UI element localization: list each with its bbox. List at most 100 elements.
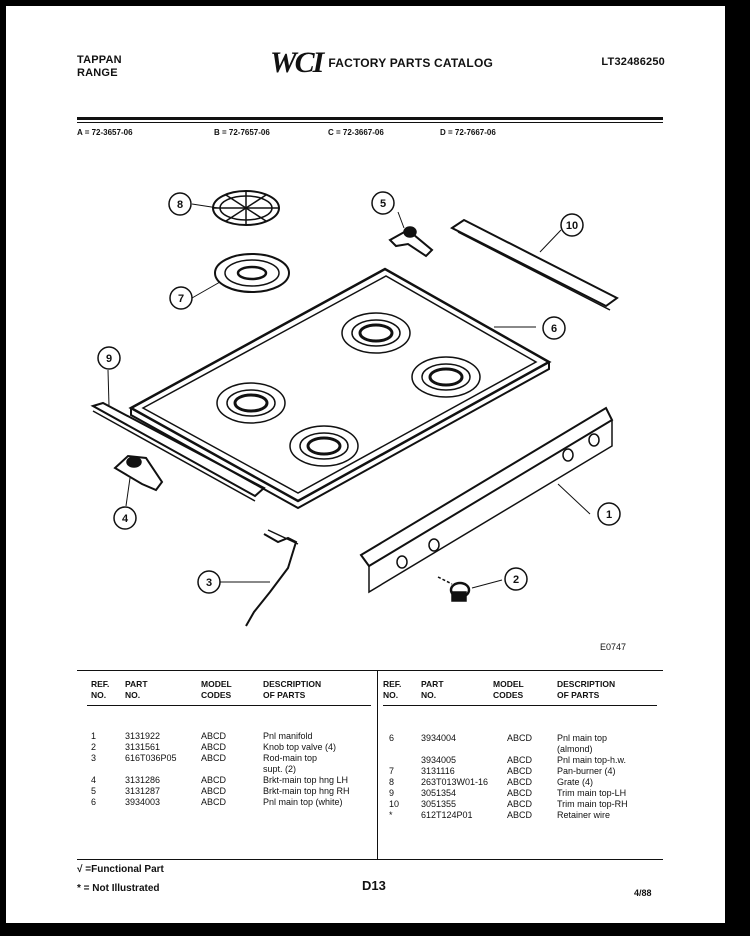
model-code-d: D = 72-7667-06: [440, 128, 496, 137]
cell-description: Knob top valve (4): [263, 742, 337, 752]
page-number: D13: [362, 878, 386, 893]
cell-part: 616T036P05: [125, 753, 177, 763]
header-description: DESCRIPTION OF PARTS: [263, 679, 322, 700]
header-underline-right: [383, 705, 657, 706]
callout-10: 10: [566, 220, 578, 232]
cell-codes: ABCD: [507, 810, 533, 820]
callout-7: 7: [178, 293, 184, 305]
callout-3: 3: [206, 577, 212, 589]
header-ref-no-right: REF. NO.: [383, 679, 402, 700]
cell-description: Pan-burner (4): [557, 766, 616, 776]
cell-ref: 4: [91, 775, 97, 785]
cell-part: 3131287: [125, 786, 161, 796]
cell-codes: ABCD: [507, 777, 533, 787]
callout-leaders: [107, 203, 591, 589]
model-code-a: A = 72-3657-06: [77, 128, 133, 137]
cell-description: Brkt-main top hng LH: [263, 775, 349, 785]
print-date: 4/88: [634, 888, 652, 898]
support-rod: [245, 529, 299, 627]
cell-description: Pnl main top (white): [263, 797, 343, 807]
brand-name: TAPPAN: [77, 54, 122, 66]
header-part-no: PART NO.: [125, 679, 148, 700]
cell-description: Trim main top-RH: [557, 799, 628, 809]
cell-ref: 1: [91, 731, 97, 741]
cell-ref: 10: [389, 799, 400, 809]
catalog-page: TAPPAN RANGE WCI FACTORY PARTS CATALOG L…: [6, 6, 725, 923]
header-rule: [77, 117, 663, 120]
trim-strip-lh: [90, 401, 266, 502]
product-type: RANGE: [77, 67, 118, 79]
burner-grate: [212, 190, 280, 226]
header-ref-no: REF. NO.: [91, 679, 110, 700]
cell-description: Brkt-main top hng RH: [263, 786, 350, 796]
cell-description: supt. (2): [263, 764, 297, 774]
header-model-codes-right: MODEL CODES: [493, 679, 524, 700]
cell-codes: ABCD: [507, 788, 533, 798]
callout-8: 8: [177, 199, 183, 211]
cell-part: 263T013W01-16: [421, 777, 489, 787]
model-code-b: B = 72-7657-06: [214, 128, 270, 137]
cell-description: Pnl main top: [557, 733, 608, 743]
cell-codes: ABCD: [201, 775, 227, 785]
main-top-panel: [128, 267, 552, 510]
cell-description: (almond): [557, 744, 593, 754]
cell-description: Trim main top-LH: [557, 788, 627, 798]
cell-ref: 9: [389, 788, 395, 798]
header-description-right: DESCRIPTION OF PARTS: [557, 679, 616, 700]
cell-description: Retainer wire: [557, 810, 611, 820]
hinge-bracket-lh: [113, 454, 164, 492]
callout-circle-2: [504, 567, 528, 591]
callout-2: 2: [513, 574, 519, 586]
cell-codes: ABCD: [507, 799, 533, 809]
cell-codes: ABCD: [201, 753, 227, 763]
model-number: LT32486250: [601, 56, 665, 68]
cell-ref: 6: [91, 797, 97, 807]
model-code-c: C = 72-3667-06: [328, 128, 384, 137]
cell-description: Grate (4): [557, 777, 594, 787]
cell-description: Pnl manifold: [263, 731, 313, 741]
callout-circle-3: [197, 570, 221, 594]
callout-5: 5: [380, 198, 386, 210]
cell-part: 3131561: [125, 742, 161, 752]
cell-part: 3051354: [421, 788, 457, 798]
cell-ref: 5: [91, 786, 97, 796]
cell-codes: ABCD: [507, 733, 533, 743]
cell-codes: ABCD: [201, 786, 227, 796]
callout-circle-9: [97, 346, 121, 370]
cell-codes: ABCD: [201, 731, 227, 741]
cell-codes: ABCD: [507, 755, 533, 765]
hinge-bracket-rh: [388, 226, 434, 258]
cell-codes: ABCD: [507, 766, 533, 776]
cell-part: 3934003: [125, 797, 161, 807]
brand-block: TAPPAN RANGE: [77, 54, 122, 80]
cell-description: Rod-main top: [263, 753, 318, 763]
cell-codes: ABCD: [201, 797, 227, 807]
callout-circle-5: [371, 191, 395, 215]
cell-part: 3934004: [421, 733, 457, 743]
figure-id: E0747: [600, 642, 627, 652]
cell-part: 3934005: [421, 755, 457, 765]
cell-part: 3051355: [421, 799, 457, 809]
callout-numbers: 8 5 10 7 6 9 4 1 3 2: [106, 198, 612, 589]
callout-4: 4: [122, 513, 129, 525]
callout-6: 6: [551, 323, 557, 335]
cell-codes: ABCD: [201, 742, 227, 752]
cell-part: 3131116: [421, 766, 455, 776]
callout-circle-8: [168, 192, 192, 216]
burner-wells: [216, 312, 481, 467]
functional-part-note: √ =Functional Part: [77, 864, 164, 875]
callout-markers: [97, 191, 621, 594]
callout-circle-4: [113, 506, 137, 530]
cell-description: Pnl main top-h.w.: [557, 755, 627, 765]
callout-circle-6: [542, 316, 566, 340]
cell-ref: 2: [91, 742, 97, 752]
exploded-parts-diagram: 8 5 10 7 6 9 4 1 3 2: [90, 190, 621, 627]
cell-ref: 3: [91, 753, 97, 763]
callout-9: 9: [106, 353, 112, 365]
header-part-no-right: PART NO.: [421, 679, 444, 700]
catalog-title: FACTORY PARTS CATALOG: [328, 56, 494, 70]
callout-circle-1: [597, 502, 621, 526]
header-underline-left: [87, 705, 371, 706]
burner-pan: [214, 253, 290, 293]
header-rule-thin: [77, 122, 663, 123]
